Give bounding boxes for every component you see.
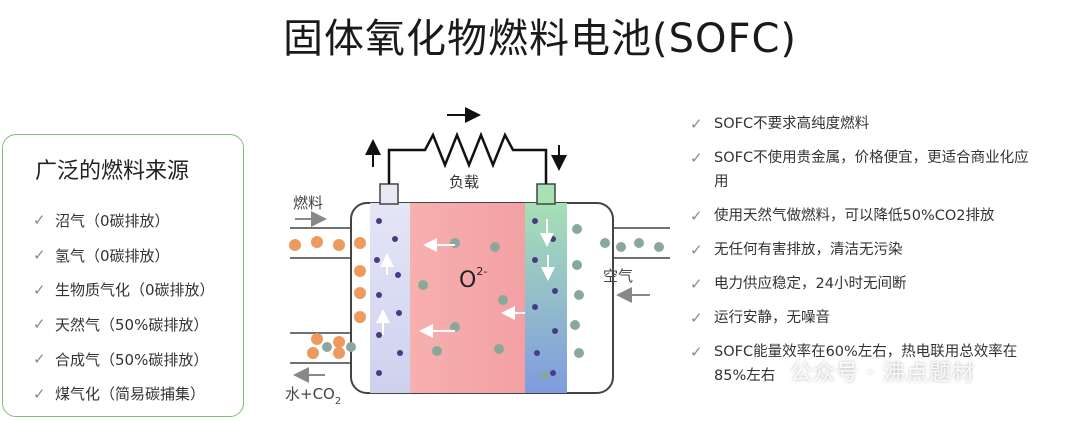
- check-icon: ✓: [690, 207, 703, 225]
- ion-dot: [552, 288, 558, 294]
- ion-dot: [392, 236, 398, 242]
- list-item: ✓天然气（50%碳排放）: [33, 315, 209, 334]
- ion-dot: [550, 236, 556, 242]
- air-molecules: [418, 224, 664, 379]
- oxide-ion-label: O2-: [459, 265, 487, 293]
- check-icon: ✓: [690, 241, 703, 259]
- ion-dot: [376, 292, 382, 298]
- circuit-wire: [387, 131, 548, 184]
- check-icon: ✓: [690, 275, 703, 293]
- air-dot: [541, 371, 549, 379]
- check-icon: ✓: [33, 246, 46, 265]
- anode-terminal: [379, 183, 399, 205]
- air-dot: [494, 344, 504, 354]
- electrolyte-layer: [410, 203, 525, 393]
- air-dot: [574, 290, 584, 300]
- fuel-dot: [354, 287, 366, 299]
- fuel-sources-panel: 广泛的燃料来源 ✓沼气（0碳排放） ✓氢气（0碳排放） ✓生物质气化（0碳排放）…: [2, 134, 244, 417]
- fuel-dot: [333, 239, 345, 251]
- ion-flow-arrows: [376, 219, 555, 338]
- list-item: ✓合成气（50%碳排放）: [33, 350, 209, 369]
- fuel-dot: [307, 347, 319, 359]
- fuel-dot: [333, 347, 345, 359]
- list-item: ✓SOFC不使用贵金属，价格便宜，更适合商业化应用: [690, 146, 1060, 194]
- air-dot: [418, 280, 428, 290]
- check-icon: ✓: [33, 211, 46, 230]
- ion-dot: [376, 370, 382, 376]
- check-icon: ✓: [690, 149, 703, 167]
- fuel-label: 燃料: [293, 194, 323, 212]
- fuel-dot: [311, 333, 323, 345]
- ion-dot: [397, 350, 403, 356]
- fuel-dot: [354, 237, 366, 249]
- air-dot: [654, 242, 664, 252]
- ion-dot: [374, 257, 380, 263]
- ion-dot: [376, 332, 382, 338]
- sofc-diagram: 负载 燃料 空气 水+CO2: [285, 107, 670, 407]
- list-item: ✓煤气化（简易碳捕集）: [33, 384, 206, 404]
- exhaust-molecules: [322, 342, 356, 352]
- ion-particles: [374, 218, 558, 376]
- list-item: ✓运行安静，无噪音: [690, 306, 1060, 330]
- air-dot: [600, 238, 610, 248]
- air-dot: [450, 238, 460, 248]
- air-dot: [572, 260, 582, 270]
- page-title: 固体氧化物燃料电池(SOFC): [282, 16, 798, 62]
- air-dot: [574, 348, 584, 358]
- fuel-dot: [333, 336, 345, 348]
- air-dot: [490, 242, 500, 252]
- check-icon: ✓: [33, 350, 46, 369]
- benefits-list: ✓SOFC不要求高纯度燃料 ✓SOFC不使用贵金属，价格便宜，更适合商业化应用 …: [690, 112, 1060, 398]
- list-item: ✓沼气（0碳排放）: [33, 211, 170, 230]
- air-dot: [572, 224, 582, 234]
- cathode-terminal: [536, 183, 556, 205]
- fuel-dot: [354, 265, 366, 277]
- exhaust-dot: [346, 342, 356, 352]
- check-icon: ✓: [690, 343, 703, 361]
- fuel-sources-list: ✓沼气（0碳排放） ✓氢气（0碳排放） ✓生物质气化（0碳排放） ✓天然气（50…: [33, 203, 215, 411]
- ion-dot: [550, 370, 556, 376]
- list-item: ✓氢气（0碳排放）: [33, 246, 170, 265]
- load-label: 负载: [449, 173, 479, 191]
- air-dot: [616, 242, 626, 252]
- fuel-sources-heading: 广泛的燃料来源: [35, 159, 190, 184]
- list-item: ✓无任何有害排放，清洁无污染: [690, 238, 1060, 262]
- fuel-molecules: [289, 236, 366, 359]
- ion-dot: [534, 350, 540, 356]
- ion-dot: [395, 272, 401, 278]
- ion-dot: [396, 310, 402, 316]
- list-item: ✓电力供应稳定，24小时无间断: [690, 272, 1060, 296]
- ion-dot: [532, 218, 538, 224]
- check-icon: ✓: [33, 384, 46, 403]
- list-item: ✓SOFC能量效率在60%左右，热电联用总效率在85%左右: [690, 340, 1060, 388]
- air-dot: [450, 322, 460, 332]
- exhaust-dot: [322, 342, 332, 352]
- check-icon: ✓: [690, 115, 703, 133]
- air-dot: [634, 238, 644, 248]
- fuel-dot: [289, 239, 301, 251]
- air-dot: [498, 295, 508, 305]
- ion-dot: [552, 328, 558, 334]
- fuel-dot: [311, 236, 323, 248]
- ion-dot: [376, 218, 382, 224]
- list-item: ✓使用天然气做燃料，可以降低50%CO2排放: [690, 204, 1060, 228]
- exhaust-label: 水+CO2: [285, 385, 341, 407]
- ion-dot: [532, 304, 538, 310]
- check-icon: ✓: [33, 315, 46, 334]
- anode-layer: [370, 203, 410, 393]
- fuel-dot: [354, 311, 366, 323]
- list-item: ✓生物质气化（0碳排放）: [33, 280, 215, 300]
- check-icon: ✓: [33, 280, 46, 299]
- watermark: 公众号 · 沸点题材: [790, 361, 975, 386]
- ion-dot: [532, 257, 538, 263]
- check-icon: ✓: [690, 309, 703, 327]
- air-label: 空气: [603, 267, 633, 285]
- list-item: ✓SOFC不要求高纯度燃料: [690, 112, 1060, 136]
- air-dot: [432, 346, 442, 356]
- air-dot: [570, 320, 580, 330]
